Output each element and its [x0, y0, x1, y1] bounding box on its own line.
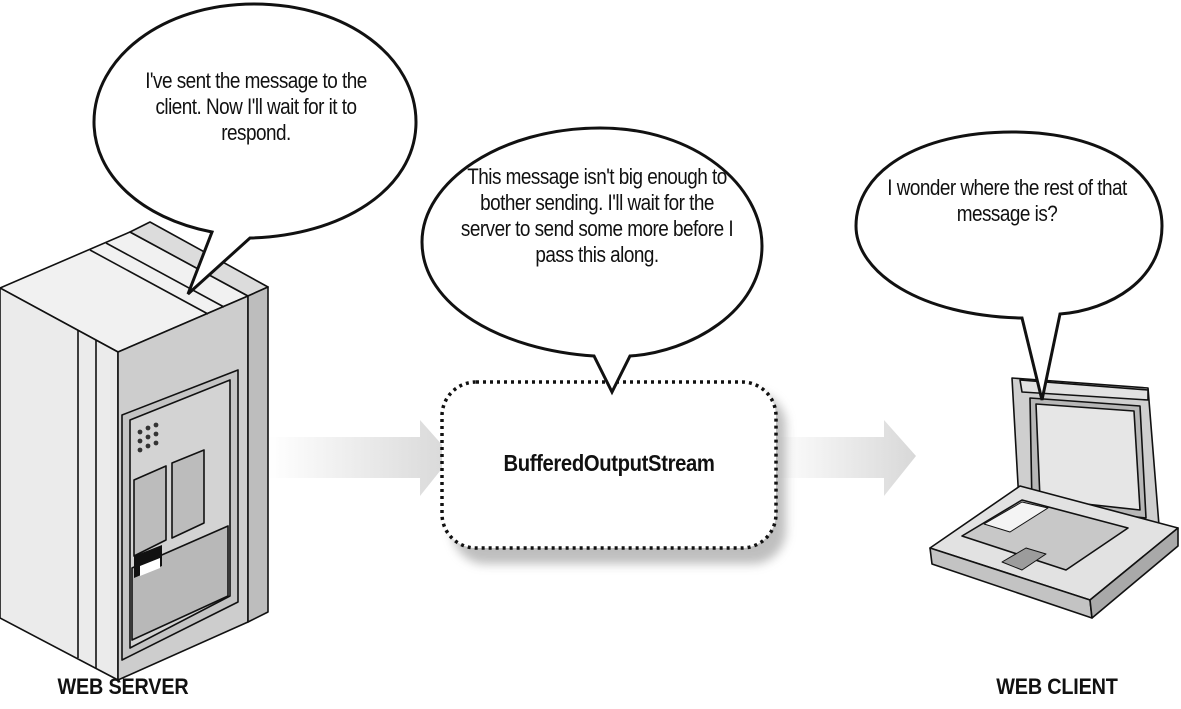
server-speech-bubble: [92, 2, 418, 296]
buffer-box: [440, 380, 786, 564]
arrow-server-to-buffer: [268, 420, 452, 496]
laptop-icon: [929, 377, 1179, 619]
server-thought-text: I've sent the message to the client. Now…: [145, 68, 367, 145]
client-thought-text: I wonder where the rest of that message …: [887, 175, 1127, 226]
buffer-label: BufferedOutputStream: [503, 450, 715, 476]
client-label: WEB CLIENT: [996, 674, 1118, 699]
server-label: WEB SERVER: [57, 674, 189, 699]
client-speech-bubble: [854, 130, 1164, 401]
buffer-thought-text: This message isn't big enough to bother …: [460, 164, 734, 267]
web-server-icon: [0, 221, 269, 681]
buffer-speech-bubble: [420, 126, 764, 396]
arrow-buffer-to-client: [770, 420, 916, 496]
